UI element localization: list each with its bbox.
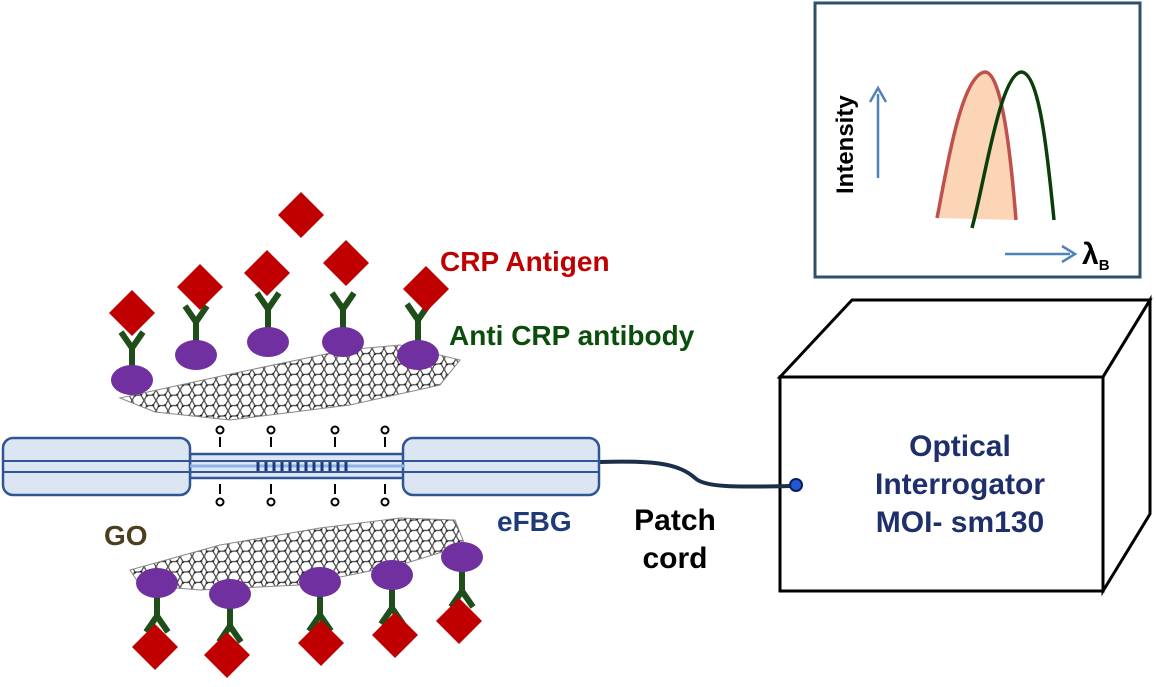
anti-crp-antibody-label: Anti CRP antibody xyxy=(449,320,695,351)
lambda-axis-label: λB xyxy=(1082,238,1110,274)
linker-marks xyxy=(215,425,390,507)
patch-cord-line1: Patch xyxy=(634,504,716,537)
crp-antigen-diamond-icon-group-bottom xyxy=(132,598,482,678)
shifted-peak-curve xyxy=(937,72,1016,220)
interrogator-box-icon xyxy=(776,294,1153,597)
bead-icon-group-top xyxy=(111,327,439,395)
patch-cord-line xyxy=(599,459,791,489)
efbg-label: eFBG xyxy=(497,506,572,537)
crp-antigen-label: CRP Antigen xyxy=(440,246,610,277)
graphene-sheet-top-icon xyxy=(118,344,461,421)
fiber-port-icon xyxy=(789,478,803,492)
lambda-symbol: λ xyxy=(1082,238,1099,271)
graphene-sheet-bottom-icon xyxy=(129,517,466,591)
patch-cord-label: Patch cord xyxy=(630,502,720,578)
lambda-subscript: B xyxy=(1098,257,1110,274)
antibody-y-icon-group-top xyxy=(118,291,432,372)
efbg-fiber-icon xyxy=(1,436,601,497)
bead-icon-group-bottom xyxy=(136,542,483,609)
original-peak-curve xyxy=(970,70,1056,229)
go-label: GO xyxy=(104,520,148,551)
patch-cord-line2: cord xyxy=(642,542,708,575)
intensity-axis-label: Intensity xyxy=(832,95,859,194)
interrogator-line2: Interrogator xyxy=(874,468,1045,501)
crp-antigen-diamond-icon-group-top xyxy=(109,192,449,336)
interrogator-line1: Optical xyxy=(909,430,1011,463)
interrogator-line3: MOI- sm130 xyxy=(875,506,1045,539)
interrogator-label: Optical Interrogator MOI- sm130 xyxy=(800,428,1120,542)
